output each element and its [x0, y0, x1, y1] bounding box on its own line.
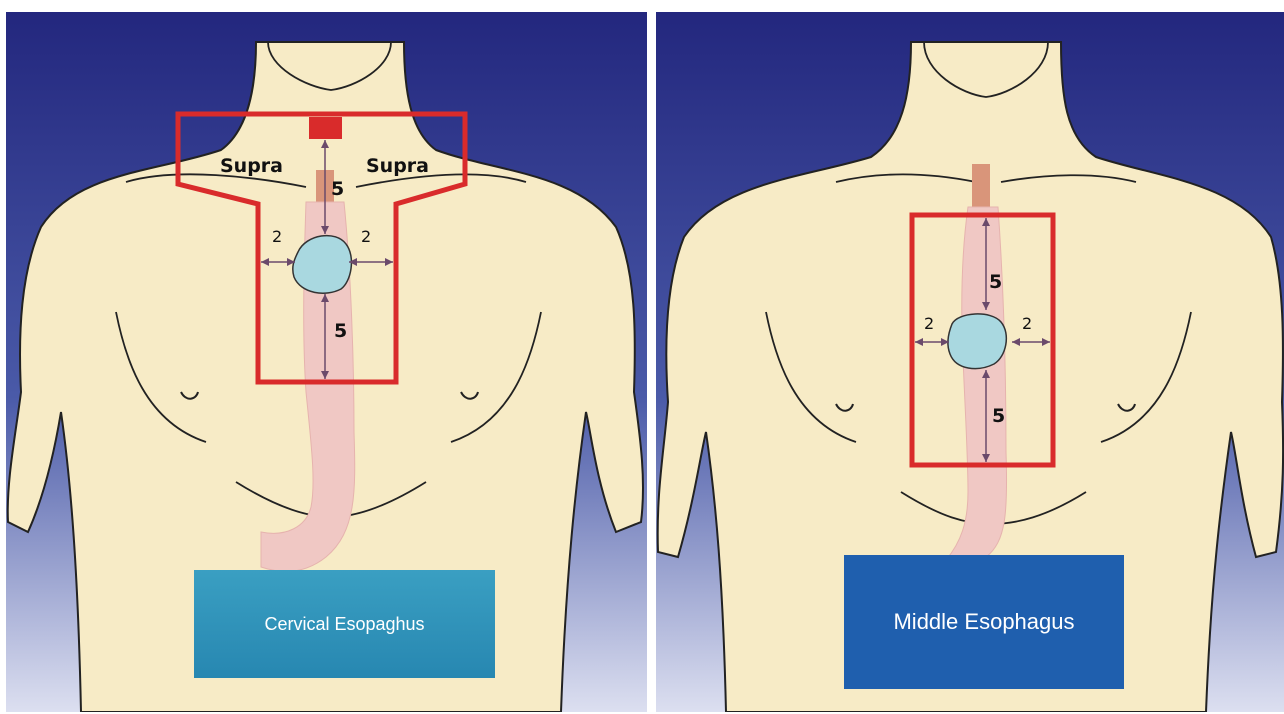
superior-margin-value: 5: [989, 271, 1002, 293]
superior-margin-value: 5: [331, 178, 344, 200]
esophagus-upper: [972, 164, 990, 209]
cervical-caption-text: Cervical Esopaghus: [264, 614, 424, 635]
supra-label-right: Supra: [366, 155, 429, 177]
supra-label-left: Supra: [220, 155, 283, 177]
middle-esophagus-panel: 5 5 2 2 Middle Esophagus: [656, 12, 1284, 712]
middle-caption-text: Middle Esophagus: [893, 609, 1074, 635]
inferior-margin-value: 5: [992, 405, 1005, 427]
middle-esophagus-label: Middle Esophagus: [844, 555, 1124, 689]
left-margin-value: 2: [924, 314, 934, 333]
cervical-esophagus-panel: Supra Supra 5 5 2 2 Cervical Esopaghus: [6, 12, 647, 712]
cervical-esophagus-label: Cervical Esopaghus: [194, 570, 495, 678]
superior-marker: [309, 117, 342, 139]
tumor: [948, 314, 1007, 369]
left-margin-value: 2: [272, 227, 282, 246]
right-margin-value: 2: [1022, 314, 1032, 333]
inferior-margin-value: 5: [334, 320, 347, 342]
right-margin-value: 2: [361, 227, 371, 246]
